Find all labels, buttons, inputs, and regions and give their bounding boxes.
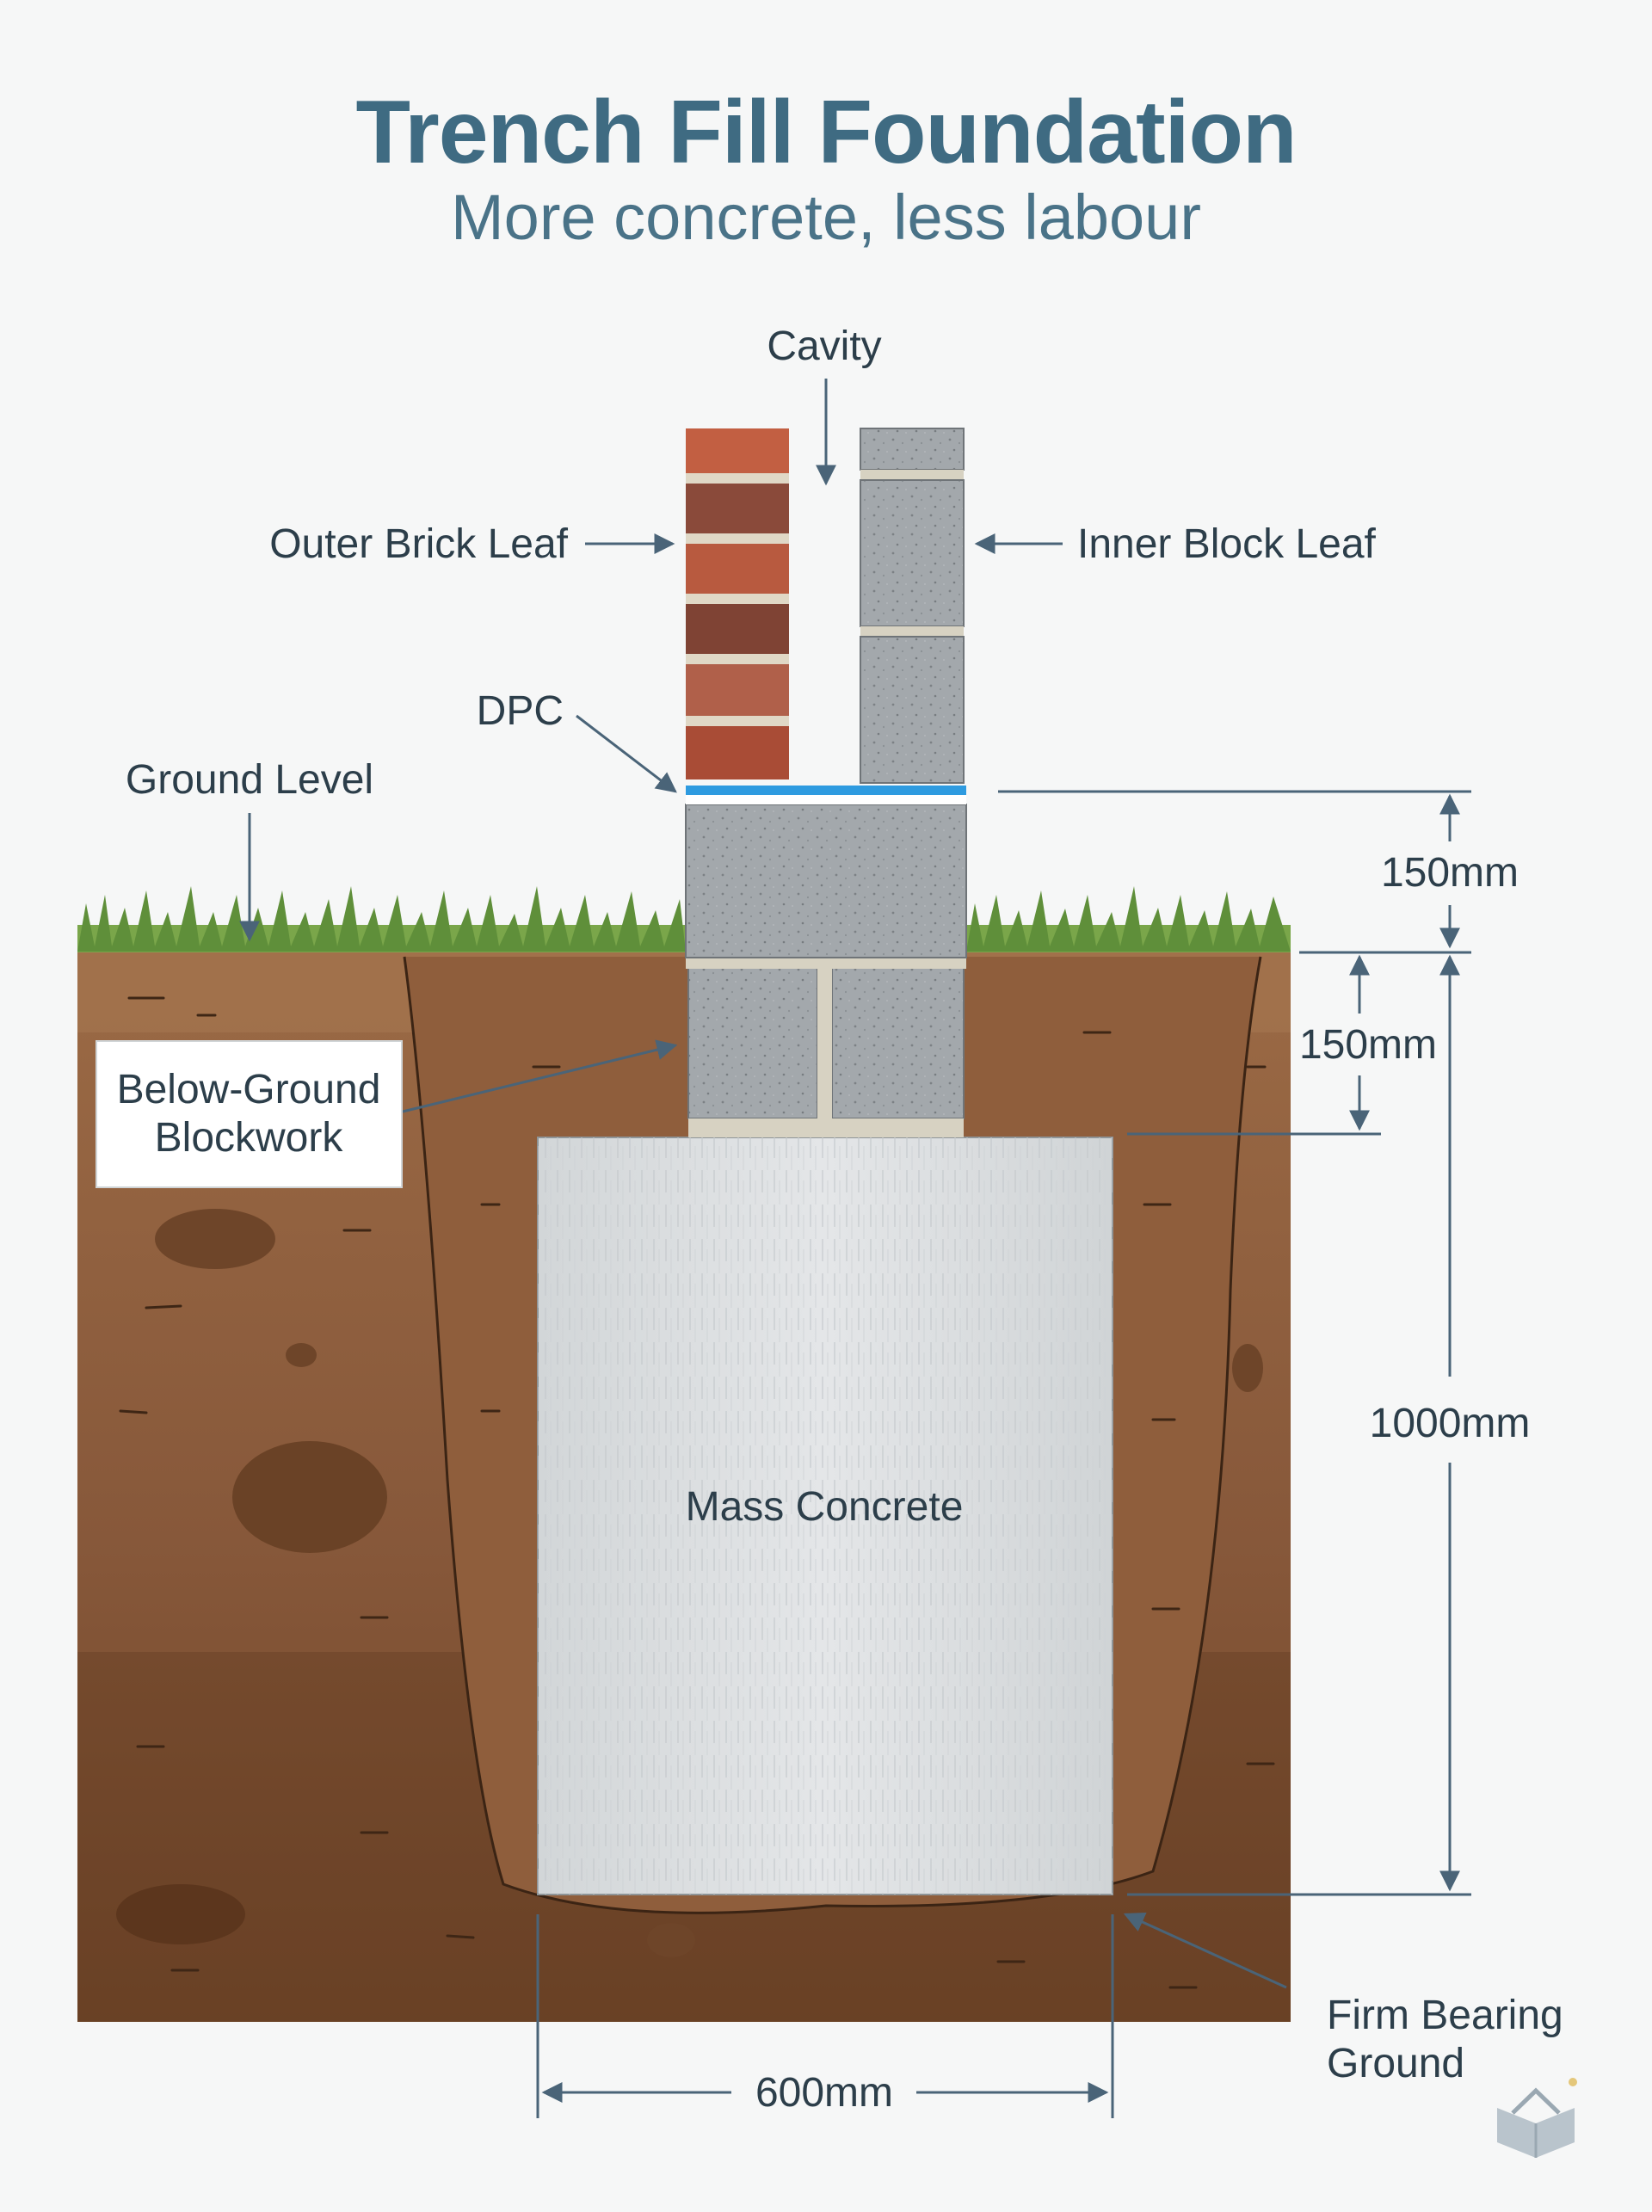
label-firm-ground-line1: Firm Bearing	[1327, 1993, 1563, 2038]
grass-right	[966, 886, 1291, 952]
dim-trench-depth: 1000mm	[1370, 1401, 1531, 1446]
grass-left	[77, 886, 686, 952]
label-below-ground-line1: Below-Ground	[117, 1067, 381, 1112]
label-dpc: DPC	[477, 688, 564, 734]
open-book-house-icon	[1497, 2078, 1577, 2158]
soil-stone	[647, 1923, 695, 1957]
label-below-ground-line2: Blockwork	[155, 1115, 344, 1161]
inner-block-leaf	[860, 428, 965, 784]
label-outer-brick-leaf: Outer Brick Leaf	[269, 521, 568, 567]
soil-stone	[116, 1884, 245, 1944]
outer-brick-leaf	[686, 428, 789, 779]
soil-stone	[1232, 1344, 1263, 1392]
soil-stone	[286, 1343, 317, 1367]
below-ground-callout-box	[96, 1040, 403, 1188]
dpc-membrane	[686, 786, 966, 795]
label-inner-block-leaf: Inner Block Leaf	[1077, 521, 1377, 567]
dim-dpc-above-ground: 150mm	[1381, 850, 1519, 896]
dim-trench-width: 600mm	[755, 2070, 893, 2116]
soil-texture-marks	[110, 996, 1275, 1989]
soil-stone	[232, 1441, 387, 1553]
page-title: Trench Fill Foundation	[355, 83, 1297, 182]
block-course-above-ground	[685, 804, 967, 958]
page-subtitle: More concrete, less labour	[451, 182, 1201, 253]
below-ground-block-outer	[687, 967, 818, 1119]
label-firm-ground-line2: Ground	[1327, 2041, 1464, 2086]
label-cavity: Cavity	[767, 323, 881, 369]
label-ground-level: Ground Level	[126, 757, 373, 803]
below-ground-block-inner	[831, 967, 965, 1119]
label-mass-concrete: Mass Concrete	[686, 1484, 964, 1530]
dim-blockwork-below-ground: 150mm	[1299, 1022, 1437, 1068]
soil-stone	[155, 1209, 275, 1269]
